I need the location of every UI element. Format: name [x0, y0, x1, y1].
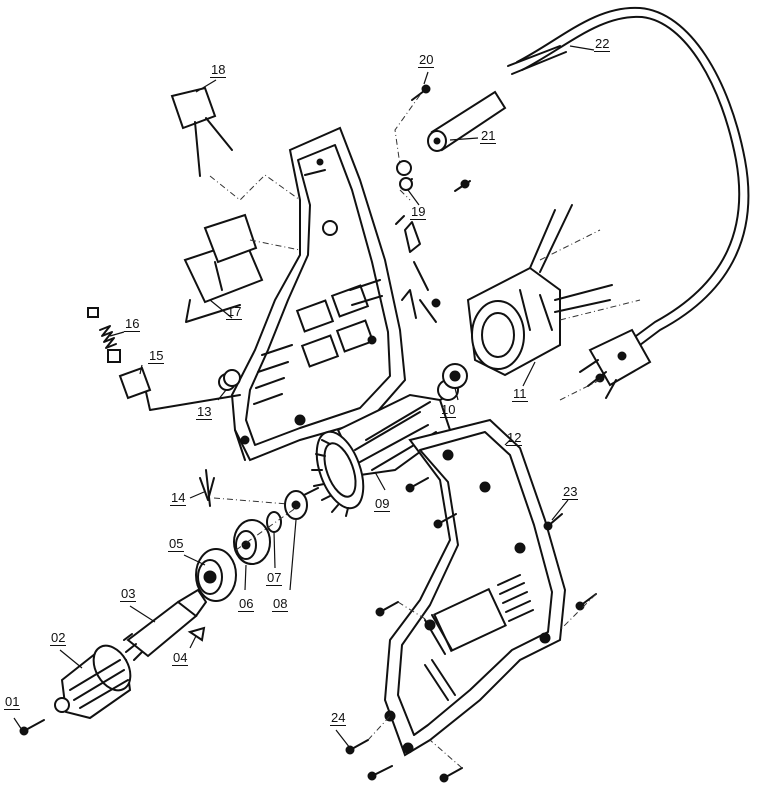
callout-11: 11	[512, 386, 528, 402]
callout-13: 13	[196, 404, 213, 420]
callout-12: 12	[506, 430, 523, 446]
bearing-ten-drawing	[442, 363, 468, 389]
callout-07: 07	[266, 570, 283, 586]
switch-drawing	[183, 213, 326, 323]
callout-21: 21	[480, 128, 497, 144]
callout-18: 18	[210, 62, 227, 78]
power-cable-drawing	[507, 6, 750, 401]
left-housing-drawing	[230, 126, 441, 462]
callout-24: 24	[330, 710, 347, 726]
callout-08: 08	[272, 596, 289, 612]
armature-drawing	[297, 379, 459, 517]
capacitor-drawing	[170, 86, 301, 201]
spindle-drawing	[123, 589, 207, 661]
callout-17: 17	[226, 304, 243, 320]
chuck-drawing	[19, 644, 132, 736]
callout-04: 04	[172, 650, 189, 666]
brush-holder-drawing	[394, 84, 507, 201]
callout-05: 05	[168, 536, 185, 552]
callout-20: 20	[418, 52, 435, 68]
callout-19: 19	[410, 204, 427, 220]
callout-16: 16	[124, 316, 141, 332]
callout-02: 02	[50, 630, 67, 646]
callout-01: 01	[4, 694, 21, 710]
callout-03: 03	[120, 586, 137, 602]
gearbox-bearings-drawing	[195, 490, 308, 602]
leader-lines	[13, 45, 595, 749]
stator-drawing	[466, 204, 641, 377]
screws-drawing	[345, 477, 597, 783]
callout-23: 23	[562, 484, 579, 500]
callout-15: 15	[148, 348, 165, 364]
small-gear-drawing	[199, 369, 301, 507]
callout-09: 09	[374, 496, 391, 512]
callout-14: 14	[170, 490, 187, 506]
callout-06: 06	[238, 596, 255, 612]
right-housing-drawing	[383, 418, 567, 757]
callout-10: 10	[440, 402, 457, 418]
brush-spring-drawing	[87, 307, 241, 411]
callout-22: 22	[594, 36, 611, 52]
